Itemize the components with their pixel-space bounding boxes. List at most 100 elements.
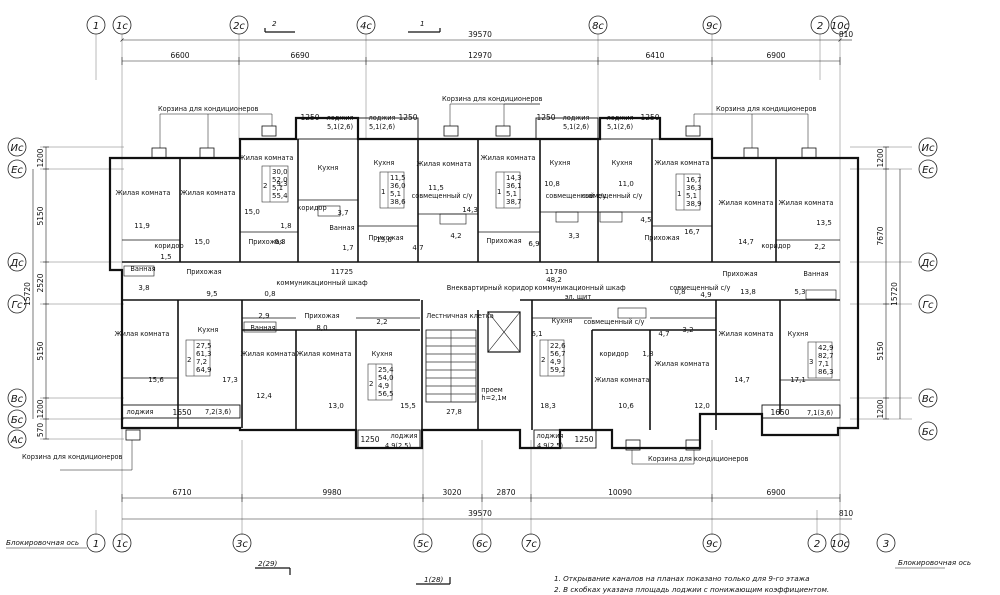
footnotes: 1. Открывание каналов на планах показано… <box>554 574 829 594</box>
dim-label: 810 <box>839 509 854 518</box>
section-marks <box>255 28 451 585</box>
apartment-value: 25,4 <box>378 366 394 374</box>
room-label: Жилая комната <box>719 199 774 207</box>
room-label: Прихожая <box>368 234 403 242</box>
ac-basket-label: Корзина для кондиционеров <box>648 455 749 463</box>
axis-label: 2 <box>817 21 823 32</box>
apartment-value: 61,3 <box>196 350 212 358</box>
room-label: Кухня <box>372 350 393 358</box>
dim-label: 1200 <box>36 148 45 167</box>
area-value: 11,9 <box>134 222 150 230</box>
ac-basket-labels: Корзина для кондиционеров Корзина для ко… <box>22 95 817 463</box>
apartment-value: 4,9 <box>378 382 389 390</box>
room-label: совмещенный с/у <box>582 192 643 200</box>
loggia-label: лоджия <box>563 114 590 122</box>
apartment-value: 4,9 <box>550 358 561 366</box>
axis-label: 1 <box>93 21 99 32</box>
room-label: Прихожая <box>186 268 221 276</box>
section-mark-labels: 2 1 2(29) 1(28) <box>258 19 444 584</box>
dim-label: 15720 <box>23 282 32 306</box>
apartment-value: 82,7 <box>818 352 834 360</box>
loggia-label: 5,1(2,6) <box>607 123 633 131</box>
dim-label: 1250 <box>640 113 659 122</box>
section-mark-label: 2 <box>272 19 277 28</box>
dim-label: 1250 <box>360 435 379 444</box>
room-label: совмещенный с/у <box>670 284 731 292</box>
dim-label: 9980 <box>322 488 341 497</box>
apartment-value: 14,3 <box>506 174 522 182</box>
dim-label: 1250 <box>398 113 417 122</box>
room-label: Жилая комната <box>116 189 171 197</box>
room-label: коммуникационный шкаф <box>534 284 626 292</box>
area-value: 15,0 <box>244 208 260 216</box>
axis-label: 6с <box>476 539 488 550</box>
dim-label: 570 <box>36 423 45 438</box>
room-label: Жилая комната <box>655 360 710 368</box>
apartment-value: 7,2 <box>196 358 207 366</box>
room-label: Кухня <box>198 326 219 334</box>
apartment-rooms: 1 <box>497 188 501 196</box>
apartment-summary: 2 25,4 54,0 4,9 56,5 <box>367 363 394 401</box>
room-label: Кухня <box>612 159 633 167</box>
apartment-value: 30,0 <box>272 168 288 176</box>
area-value: 17,3 <box>222 376 238 384</box>
apartment-value: 5,1 <box>506 190 517 198</box>
area-value: 13,5 <box>816 219 832 227</box>
apartment-value: 52,0 <box>272 176 288 184</box>
ac-basket-label: Корзина для кондиционеров <box>716 105 817 113</box>
area-value: 10,6 <box>618 402 634 410</box>
loggia-label: 5,1(2,6) <box>327 123 353 131</box>
dim-label: 1250 <box>300 113 319 122</box>
area-value: 2,9 <box>258 312 269 320</box>
loggia-label: лоджия <box>327 114 354 122</box>
area-value: 13,8 <box>740 288 756 296</box>
block-axis-label: Блокировочная ось <box>898 558 971 567</box>
right-axis-labels: Ис Ес Дс Гс Вс Бс <box>920 143 935 438</box>
room-label: Внеквартирный коридор <box>447 284 533 292</box>
axis-label: 1с <box>116 539 128 550</box>
dim-label: 6410 <box>645 51 664 60</box>
axis-label: 3 <box>883 539 889 550</box>
area-value: 4,7 <box>412 244 423 252</box>
area-value: 4,5 <box>640 216 651 224</box>
apartment-summary: 2 30,0 52,0 5,1 55,4 <box>261 165 289 203</box>
apartment-rooms: 1 <box>677 190 681 198</box>
apartment-value: 36,0 <box>390 182 406 190</box>
dimension-lines <box>32 38 901 520</box>
apartment-rooms: 1 <box>381 188 385 196</box>
dimension-text: 39570 810 12970 6600 6690 6410 6900 6710… <box>170 30 853 518</box>
axis-label: 9с <box>706 539 718 550</box>
apartment-value: 38,7 <box>506 198 522 206</box>
ac-basket-label: Корзина для кондиционеров <box>22 453 123 461</box>
block-axis-label: Блокировочная ось <box>6 538 79 547</box>
apartment-value: 55,4 <box>272 192 288 200</box>
apartment-rooms: 2 <box>263 182 267 190</box>
room-label: Ванная <box>803 270 828 278</box>
area-value: 12,4 <box>256 392 272 400</box>
area-value: 4,9 <box>700 291 711 299</box>
area-value: 12,0 <box>694 402 710 410</box>
room-label: Прихожая <box>486 237 521 245</box>
area-value: 10,8 <box>544 180 560 188</box>
apartment-value: 27,5 <box>196 342 212 350</box>
room-label: совмещенный с/у <box>584 318 645 326</box>
room-label: Кухня <box>374 159 395 167</box>
area-value: 5,3 <box>794 288 805 296</box>
room-label: эл. щит <box>565 293 592 301</box>
room-label: Жилая комната <box>655 159 710 167</box>
room-label: Прихожая <box>304 312 339 320</box>
room-label: Ванная <box>130 265 155 273</box>
area-value: 1,7 <box>342 244 353 252</box>
dim-label: 1250 <box>574 435 593 444</box>
area-value: 15,6 <box>148 376 164 384</box>
axis-label: Ес <box>922 165 934 176</box>
room-label: Кухня <box>550 159 571 167</box>
room-label: Жилая комната <box>779 199 834 207</box>
room-label: Прихожая <box>722 270 757 278</box>
dim-label: 6710 <box>172 488 191 497</box>
apartment-summary: 2 22,6 56,7 4,9 59,2 <box>539 339 566 377</box>
area-value: 27,8 <box>446 408 462 416</box>
dim-label: 6900 <box>766 488 785 497</box>
area-value: 9,5 <box>206 290 217 298</box>
dim-label: 6690 <box>290 51 309 60</box>
